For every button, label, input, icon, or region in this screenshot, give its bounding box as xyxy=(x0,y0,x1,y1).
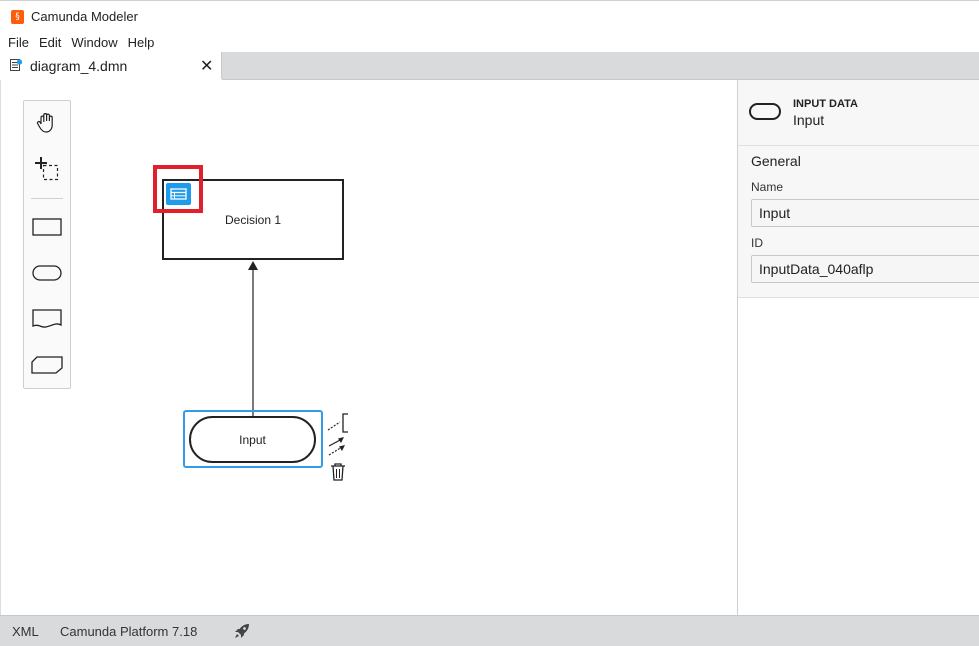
element-name: Input xyxy=(793,112,825,128)
rectangle-icon xyxy=(32,218,62,236)
document-shape-icon xyxy=(32,309,62,328)
tab-bar: diagram_4.dmn ✕ xyxy=(0,52,979,80)
information-requirement-connection[interactable] xyxy=(1,80,739,615)
tab-label: diagram_4.dmn xyxy=(30,58,128,74)
decision-table-icon[interactable] xyxy=(166,183,191,205)
menu-window[interactable]: Window xyxy=(71,35,118,50)
tool-palette xyxy=(23,100,71,389)
element-type: INPUT DATA xyxy=(793,98,858,110)
hand-tool[interactable] xyxy=(24,103,70,143)
decision-node[interactable]: Decision 1 xyxy=(162,179,344,260)
id-label: ID xyxy=(751,236,763,250)
tab-diagram[interactable]: diagram_4.dmn ✕ xyxy=(0,52,222,80)
delete-icon xyxy=(331,463,345,481)
highlight-marker xyxy=(153,165,203,213)
create-knowledge-source-tool[interactable] xyxy=(24,299,70,339)
context-pad xyxy=(327,412,349,484)
platform-selector[interactable]: Camunda Platform 7.18 xyxy=(60,624,198,639)
parallelogram-icon xyxy=(31,356,63,374)
rocket-icon[interactable] xyxy=(232,621,252,641)
create-input-data-tool[interactable] xyxy=(24,253,70,293)
delete-button[interactable] xyxy=(327,461,349,483)
lasso-tool[interactable] xyxy=(24,149,70,189)
menu-bar: File Edit Window Help xyxy=(0,32,979,52)
name-input[interactable]: Input xyxy=(751,199,979,227)
create-bkm-tool[interactable] xyxy=(24,345,70,385)
rounded-rectangle-icon xyxy=(32,265,62,281)
menu-file[interactable]: File xyxy=(8,35,29,50)
id-input[interactable]: InputData_040aflp xyxy=(751,255,979,283)
palette-separator xyxy=(31,198,63,199)
input-data-icon xyxy=(749,103,781,120)
hand-icon xyxy=(36,113,53,133)
table-glyph xyxy=(170,188,187,200)
create-decision-tool[interactable] xyxy=(24,207,70,247)
menu-help[interactable]: Help xyxy=(127,35,155,50)
menu-edit[interactable]: Edit xyxy=(38,35,62,50)
selection-outline xyxy=(183,410,323,468)
general-group: General Name Input ID InputData_040aflp xyxy=(738,146,979,298)
title-bar: § Camunda Modeler xyxy=(0,0,979,32)
input-data-label: Input xyxy=(239,433,266,447)
connect-icon xyxy=(328,437,345,456)
text-annotation-icon xyxy=(327,413,348,433)
diagram-canvas[interactable]: Decision 1 Input xyxy=(0,80,738,615)
lasso-icon xyxy=(35,157,59,181)
xml-button[interactable]: XML xyxy=(12,624,39,639)
group-title[interactable]: General xyxy=(751,153,801,169)
camunda-logo-icon: § xyxy=(11,10,24,24)
properties-panel: INPUT DATA Input General Name Input ID I… xyxy=(737,80,979,615)
connect-tool[interactable] xyxy=(327,436,349,458)
window-title: Camunda Modeler xyxy=(31,9,138,24)
append-text-annotation[interactable] xyxy=(327,412,349,434)
name-label: Name xyxy=(751,180,784,194)
dmn-file-icon xyxy=(10,59,22,71)
status-bar: XML Camunda Platform 7.18 xyxy=(0,615,979,646)
close-icon[interactable]: ✕ xyxy=(200,56,214,75)
decision-label: Decision 1 xyxy=(224,213,282,227)
properties-header: INPUT DATA Input xyxy=(738,80,979,146)
input-data-node[interactable]: Input xyxy=(189,416,316,463)
